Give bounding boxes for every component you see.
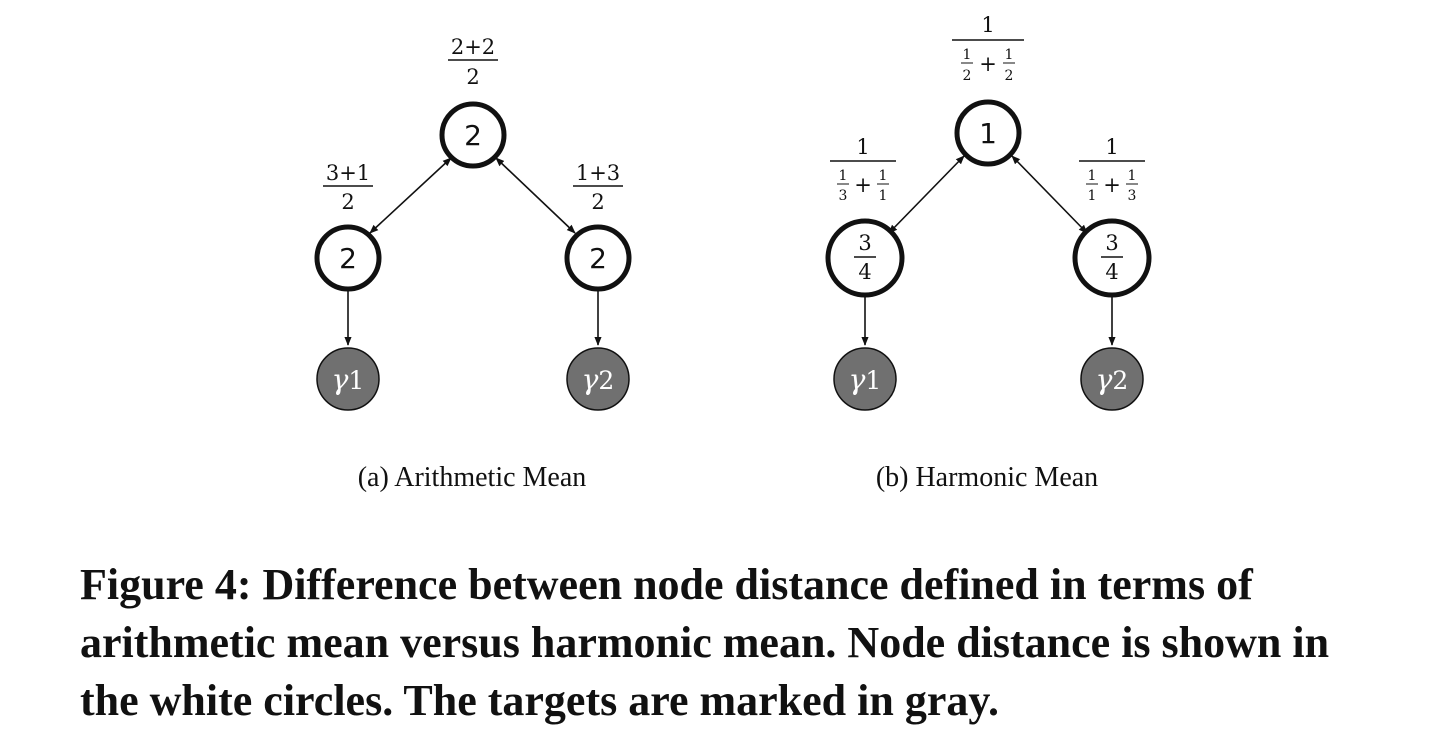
edge-b-top-left bbox=[888, 155, 965, 234]
node-a-right-value: 2 bbox=[589, 242, 607, 275]
target-a-gamma1 bbox=[316, 347, 380, 411]
label-b-left-t2-num: 1 bbox=[879, 168, 888, 184]
label-b-right-t2-num: 1 bbox=[1128, 168, 1137, 184]
label-b-left-t1-den: 3 bbox=[839, 188, 848, 204]
node-b-right bbox=[1072, 218, 1152, 298]
label-b-top-plus: + bbox=[979, 52, 997, 76]
panel-a: 2 2+2 2 2 3+1 2 2 1+3 2 γ1 γ2 (a) Arithm… bbox=[314, 35, 632, 493]
target-a-gamma2 bbox=[566, 347, 630, 411]
label-b-left-t1-num: 1 bbox=[839, 168, 848, 184]
figure-diagram: 2 2+2 2 2 3+1 2 2 1+3 2 γ1 γ2 (a) Arithm… bbox=[314, 13, 1152, 493]
edge-a-top-left bbox=[369, 157, 452, 234]
node-b-top-value: 1 bbox=[979, 117, 997, 150]
label-b-right-plus: + bbox=[1103, 173, 1121, 197]
edge-a-top-right bbox=[495, 157, 576, 234]
figure-caption: Figure 4: Difference between node distan… bbox=[80, 560, 1330, 725]
target-b-gamma1 bbox=[833, 347, 897, 411]
node-b-right-value-num: 3 bbox=[1105, 231, 1118, 255]
node-a-left-value: 2 bbox=[339, 242, 357, 275]
label-a-top-num: 2+2 bbox=[451, 35, 495, 59]
target-b-gamma2 bbox=[1080, 347, 1144, 411]
subcaption-b: (b) Harmonic Mean bbox=[876, 462, 1098, 493]
node-b-top bbox=[954, 99, 1022, 167]
node-a-right bbox=[564, 224, 632, 292]
label-b-right-t1-num: 1 bbox=[1088, 168, 1097, 184]
label-b-left-num: 1 bbox=[856, 135, 869, 159]
target-b-gamma2-label: γ2 bbox=[1096, 363, 1129, 396]
label-a-right-num: 1+3 bbox=[576, 161, 620, 185]
label-b-top-t1-num: 1 bbox=[963, 47, 972, 63]
node-a-left bbox=[314, 224, 382, 292]
label-b-left-t2-den: 1 bbox=[879, 188, 888, 204]
node-b-right-value-den: 4 bbox=[1105, 260, 1118, 284]
node-a-top bbox=[439, 101, 507, 169]
node-b-left-value-den: 4 bbox=[858, 260, 871, 284]
label-b-right-t1-den: 1 bbox=[1088, 188, 1097, 204]
label-a-left-num: 3+1 bbox=[326, 161, 370, 185]
target-b-gamma1-label: γ1 bbox=[849, 363, 882, 396]
label-a-left-den: 2 bbox=[341, 190, 354, 214]
subcaption-a: (a) Arithmetic Mean bbox=[358, 462, 587, 493]
label-b-left-plus: + bbox=[854, 173, 872, 197]
label-b-top-num: 1 bbox=[981, 13, 994, 37]
node-a-top-value: 2 bbox=[464, 119, 482, 152]
label-b-top-t1-den: 2 bbox=[963, 68, 972, 84]
panel-b: 1 1 1 2 + 1 2 3 4 1 1 3 + 1 1 3 4 1 1 bbox=[825, 13, 1152, 493]
node-b-left-value-num: 3 bbox=[858, 231, 871, 255]
target-a-gamma1-label: γ1 bbox=[332, 363, 365, 396]
target-a-gamma2-label: γ2 bbox=[582, 363, 615, 396]
label-b-top-t2-num: 1 bbox=[1005, 47, 1014, 63]
label-a-right-den: 2 bbox=[591, 190, 604, 214]
edge-b-top-right bbox=[1011, 155, 1088, 234]
node-b-left bbox=[825, 218, 905, 298]
label-a-top-den: 2 bbox=[466, 65, 479, 89]
label-b-top-t2-den: 2 bbox=[1005, 68, 1014, 84]
label-b-right-t2-den: 3 bbox=[1128, 188, 1137, 204]
label-b-right-num: 1 bbox=[1105, 135, 1118, 159]
